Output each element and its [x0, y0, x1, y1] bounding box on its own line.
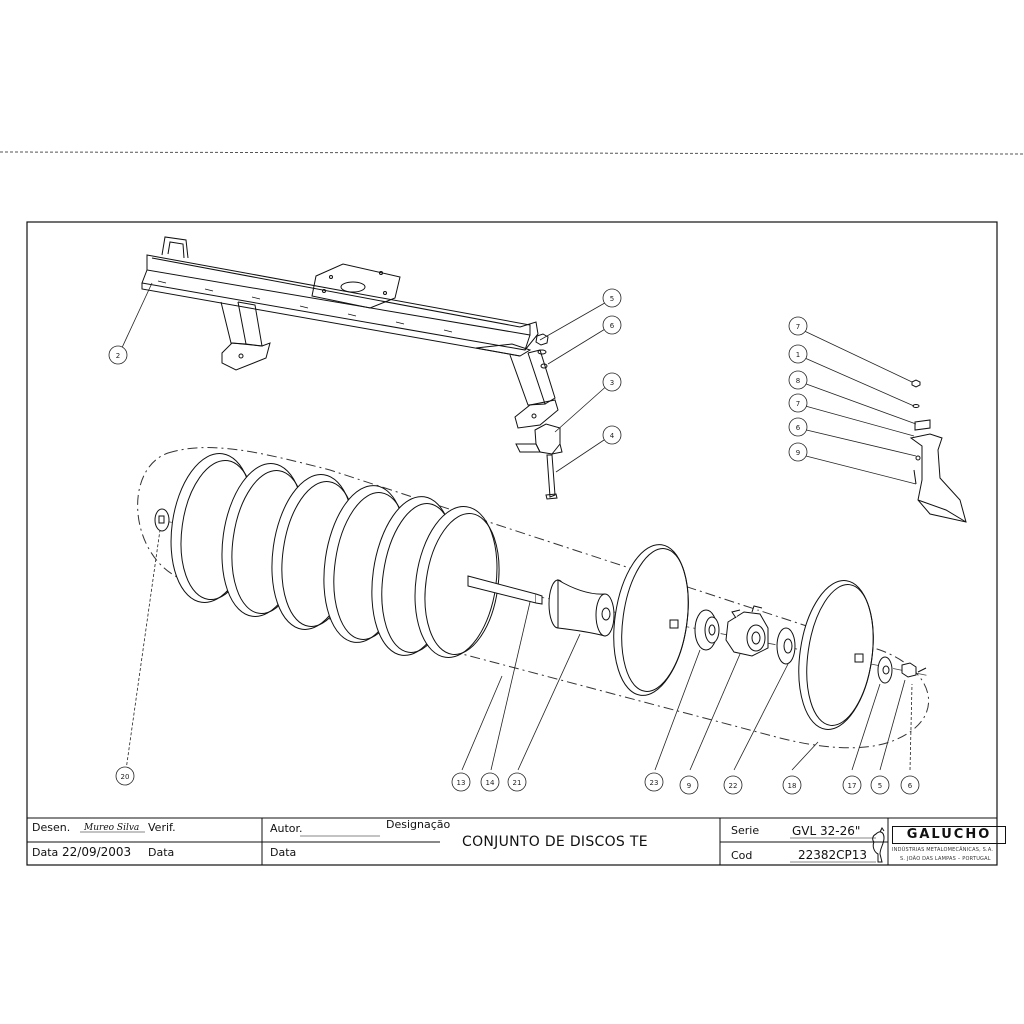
- u-bolt: [545, 454, 558, 500]
- svg-text:13: 13: [457, 779, 466, 787]
- data-label-1: Data: [32, 846, 59, 859]
- svg-text:6: 6: [796, 424, 801, 432]
- frame-beam: [141, 236, 559, 429]
- callout-2-frame: 2: [108, 345, 128, 365]
- brand-subtitle-2: S. JOÃO DAS LAMPAS – PORTUGAL: [900, 856, 991, 862]
- svg-text:9: 9: [796, 449, 800, 457]
- svg-text:3: 3: [610, 379, 614, 387]
- rooster-logo-icon: [872, 827, 885, 863]
- callout-7-top: 7: [788, 316, 808, 336]
- callout-14: 14: [480, 772, 500, 792]
- washer: [776, 627, 796, 665]
- callout-20: 20: [115, 766, 135, 786]
- designer-signature: Mureo Silva: [84, 823, 140, 833]
- callout-21: 21: [507, 772, 527, 792]
- callout-22: 22: [723, 775, 743, 795]
- svg-text:22: 22: [729, 782, 738, 790]
- clamp-bracket: [515, 423, 563, 455]
- drawing-title: CONJUNTO DE DISCOS TE: [462, 834, 648, 850]
- svg-text:5: 5: [878, 782, 882, 790]
- callout-5-end: 5: [870, 775, 890, 795]
- callout-9-scraper: 9: [788, 442, 808, 462]
- svg-text:2: 2: [116, 352, 120, 360]
- data-label-3: Data: [270, 846, 297, 859]
- brand-subtitle-1: INDÚSTRIAS METALOMECÂNICAS, S.A.: [892, 847, 994, 853]
- svg-text:23: 23: [650, 779, 659, 787]
- drawing-frame: [26, 221, 998, 866]
- callout-13: 13: [451, 772, 471, 792]
- svg-text:17: 17: [848, 782, 857, 790]
- callout-18: 18: [782, 775, 802, 795]
- cod-label: Cod: [731, 849, 753, 862]
- cod-value: 22382CP13: [798, 848, 868, 862]
- svg-text:9: 9: [687, 782, 691, 790]
- cup-washer: [694, 609, 720, 651]
- svg-text:4: 4: [610, 432, 615, 440]
- spool-spacer: [548, 579, 615, 637]
- scraper-assembly: [909, 379, 967, 523]
- callout-3-bracket: 3: [602, 372, 622, 392]
- autor-label: Autor.: [270, 822, 303, 835]
- designacao-label: Designação: [386, 818, 451, 831]
- svg-text:6: 6: [908, 782, 913, 790]
- svg-text:1: 1: [796, 351, 800, 359]
- desen-label: Desen.: [32, 821, 71, 834]
- serie-label: Serie: [731, 824, 760, 837]
- square-shaft: [467, 575, 543, 605]
- verif-label: Verif.: [148, 821, 176, 834]
- svg-text:7: 7: [796, 400, 800, 408]
- callout-4-bolt: 4: [602, 425, 622, 445]
- disc-stack: [170, 453, 500, 658]
- disc-end: [798, 580, 874, 730]
- leader-lines: [119, 282, 917, 771]
- callout-17: 17: [842, 775, 862, 795]
- disc-gang-envelope: [137, 447, 930, 749]
- data-label-2: Data: [148, 846, 175, 859]
- callout-8: 8: [788, 370, 808, 390]
- date-value: 22/09/2003: [62, 845, 132, 859]
- svg-text:7: 7: [796, 323, 800, 331]
- callout-5-nut: 5: [602, 288, 622, 308]
- callout-6-scraper: 6: [788, 417, 808, 437]
- bearing-housing: [725, 605, 769, 657]
- callout-6-washer: 6: [602, 315, 622, 335]
- scan-line: [0, 151, 1024, 155]
- end-washer-left: [154, 508, 170, 532]
- brand-logo: GALUCHO: [892, 826, 1006, 844]
- svg-text:5: 5: [610, 295, 614, 303]
- svg-text:21: 21: [513, 779, 522, 787]
- callout-1: 1: [788, 344, 808, 364]
- callout-6-end: 6: [900, 775, 920, 795]
- disc-middle: [613, 544, 689, 696]
- callout-23: 23: [644, 772, 664, 792]
- svg-text:6: 6: [610, 322, 615, 330]
- svg-text:14: 14: [486, 779, 495, 787]
- callout-7-mid: 7: [788, 393, 808, 413]
- end-hardware: [877, 656, 927, 684]
- serie-value: GVL 32-26": [792, 824, 861, 838]
- svg-text:8: 8: [796, 377, 800, 385]
- callout-9-bearing: 9: [679, 775, 699, 795]
- svg-text:20: 20: [121, 773, 130, 781]
- title-block-grid: [27, 817, 997, 865]
- svg-text:18: 18: [788, 782, 797, 790]
- nut-washer-stack: [535, 333, 549, 369]
